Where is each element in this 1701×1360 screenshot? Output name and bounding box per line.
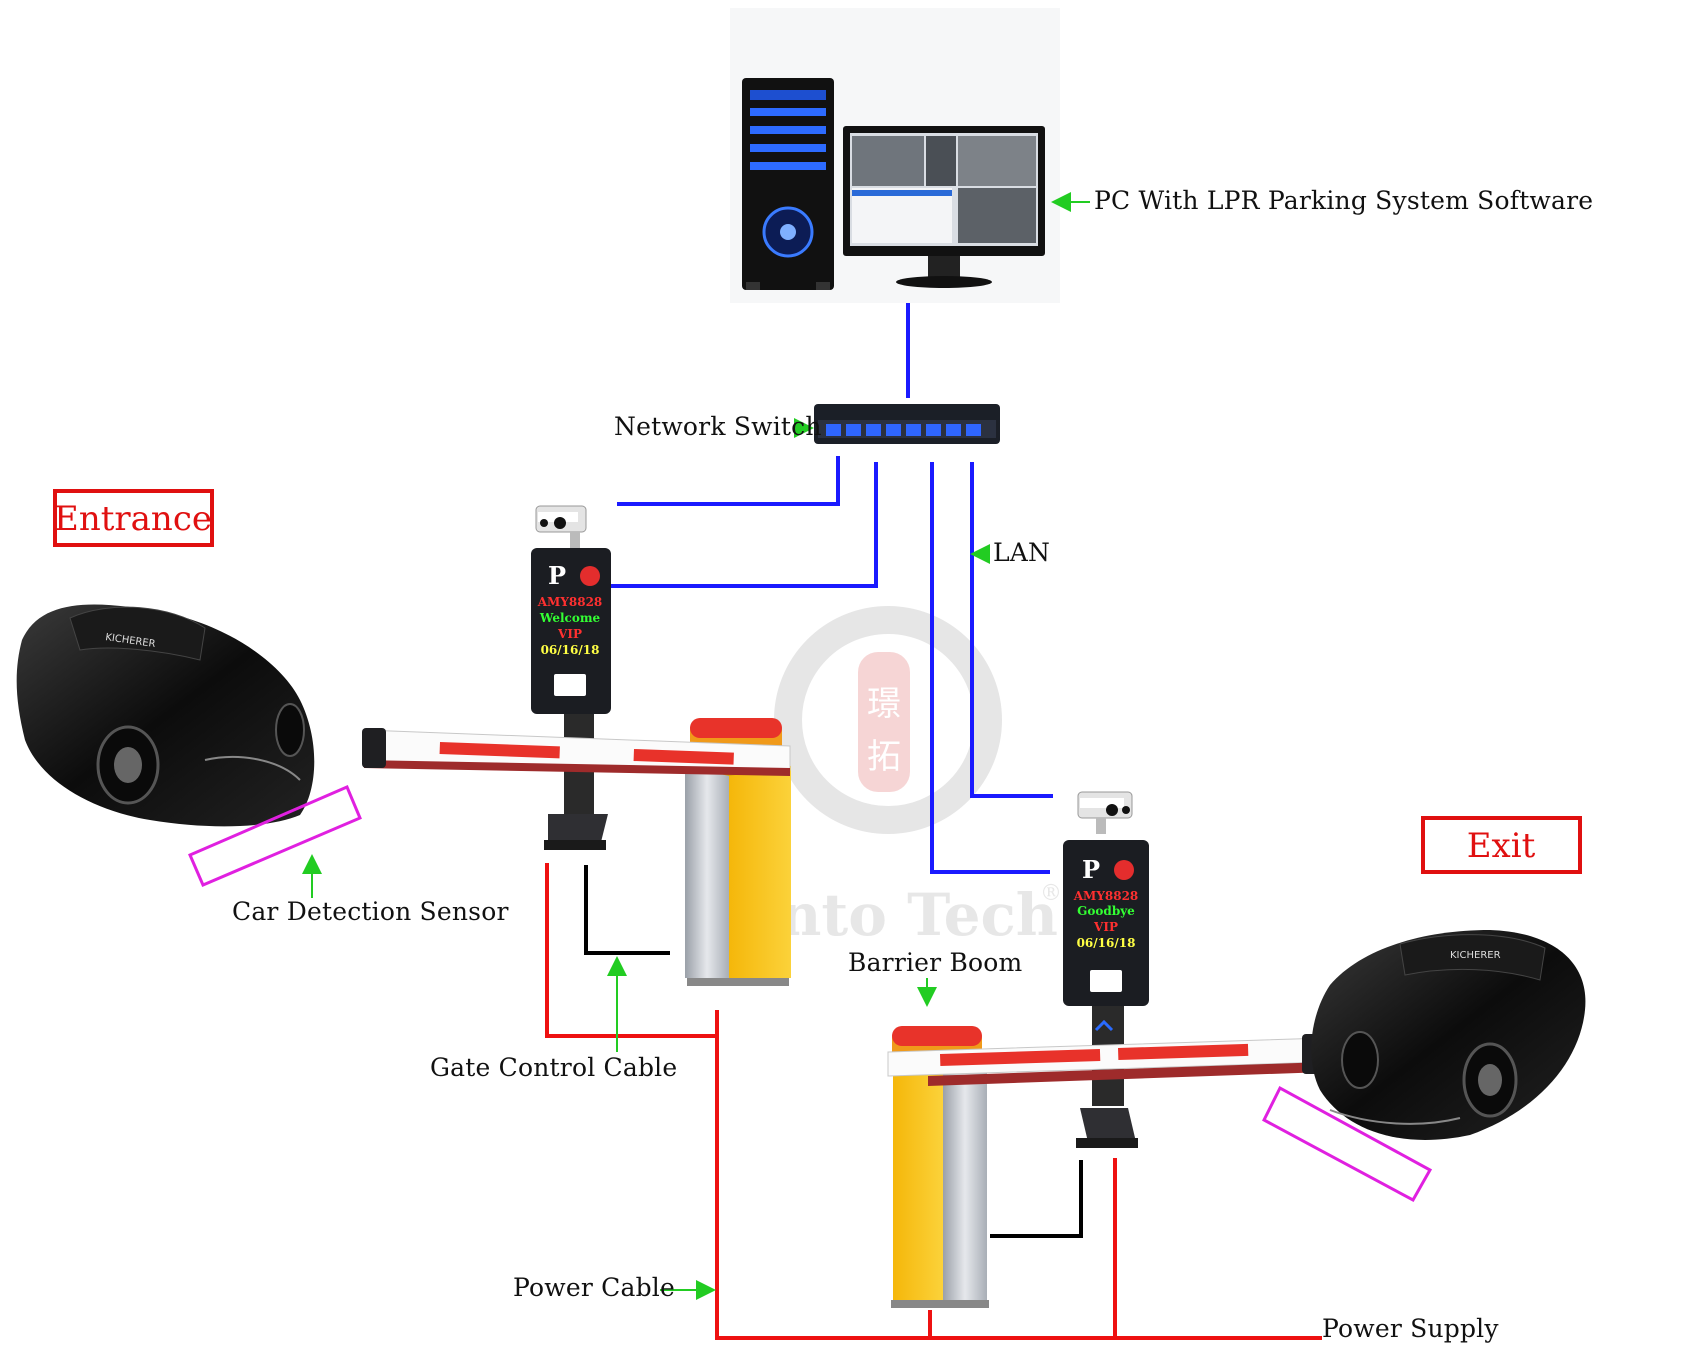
exit-detection-loop bbox=[1262, 1085, 1433, 1203]
network-switch-label: Network Switch bbox=[614, 412, 822, 441]
power-cable-label: Power Cable bbox=[513, 1273, 675, 1302]
exit-display-date: 06/16/18 bbox=[1077, 936, 1136, 950]
entrance-box-frame bbox=[53, 489, 214, 547]
entrance-display-p: P bbox=[548, 561, 566, 590]
entrance-label: Entrance bbox=[54, 499, 212, 539]
entrance-barrier-gate bbox=[362, 718, 791, 986]
watermark-seal-char-1: 璟 bbox=[867, 684, 901, 724]
entrance-display-date: 06/16/18 bbox=[541, 643, 600, 657]
power-cabling bbox=[545, 863, 1322, 1340]
pc-monitor bbox=[843, 126, 1045, 288]
car-detection-sensor-label: Car Detection Sensor bbox=[232, 897, 509, 926]
entrance-detection-loop bbox=[188, 785, 362, 887]
pc-label: PC With LPR Parking System Software bbox=[1094, 186, 1594, 215]
exit-display-type: VIP bbox=[1093, 920, 1118, 934]
exit-box-frame bbox=[1421, 816, 1582, 874]
barrier-boom-label: Barrier Boom bbox=[848, 948, 1023, 977]
power-supply-label: Power Supply bbox=[1322, 1314, 1499, 1343]
exit-car: KICHERER bbox=[1311, 930, 1586, 1140]
exit-label: Exit bbox=[1467, 826, 1536, 866]
pointer-arrows bbox=[302, 192, 1090, 1300]
entrance-lpr-terminal: P AMY8828 Welcome VIP 06/16/18 bbox=[531, 505, 611, 850]
exit-boom-arm bbox=[887, 1034, 1328, 1086]
exit-barrier-gate bbox=[887, 1026, 1328, 1308]
watermark-seal-char-2: 拓 bbox=[867, 737, 901, 777]
exit-display-message: Goodbye bbox=[1077, 904, 1135, 918]
gate-control-cable-label: Gate Control Cable bbox=[430, 1053, 678, 1082]
exit-display-plate: AMY8828 bbox=[1073, 889, 1139, 903]
network-switch bbox=[814, 404, 1000, 444]
entrance-display-plate: AMY8828 bbox=[537, 595, 603, 609]
gate-control-cabling bbox=[584, 865, 1083, 1238]
entrance-boom-arm bbox=[362, 728, 791, 776]
svg-text:KICHERER: KICHERER bbox=[1450, 950, 1501, 961]
pc-workstation bbox=[730, 8, 1060, 303]
lan-label: LAN bbox=[993, 538, 1051, 567]
watermark-registered-mark: ® bbox=[1040, 881, 1062, 906]
entrance-display-message: Welcome bbox=[539, 611, 601, 625]
pc-tower bbox=[742, 78, 834, 290]
entrance-car: KICHERER bbox=[16, 604, 315, 827]
entrance-display-type: VIP bbox=[557, 627, 582, 641]
lan-cabling bbox=[610, 303, 1053, 874]
exit-display-p: P bbox=[1082, 855, 1100, 884]
entrance-camera bbox=[535, 505, 587, 548]
exit-lpr-terminal: P AMY8828 Goodbye VIP 06/16/18 bbox=[1063, 791, 1149, 1148]
exit-camera bbox=[1077, 791, 1133, 834]
